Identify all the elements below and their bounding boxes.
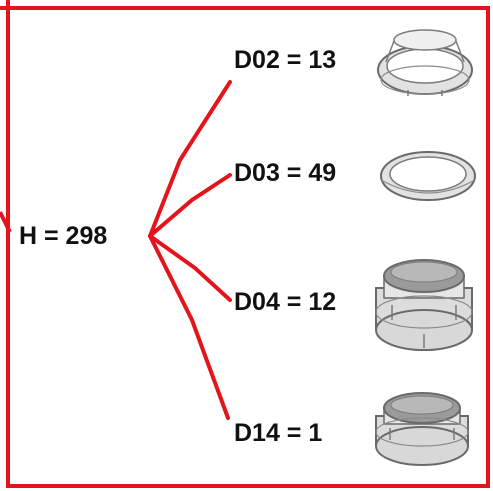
connector-3 [148,234,230,420]
connector-2 [148,234,232,302]
branch-label-d04: D04 = 12 [234,288,337,316]
branch-label-d03: D03 = 49 [234,159,337,187]
branch-label-d02: D02 = 13 [234,46,337,74]
tall-bushing-icon [375,259,473,351]
branch-label-d14: D14 = 1 [234,419,323,447]
thin-flanged-ring-icon [377,29,473,96]
connector-0 [148,80,232,238]
root-node-label: H = 298 [19,222,108,250]
connector-1 [148,173,232,238]
flat-ring-icon [380,151,476,201]
frame-entry-tick [0,211,12,233]
short-bushing-icon [375,392,469,466]
